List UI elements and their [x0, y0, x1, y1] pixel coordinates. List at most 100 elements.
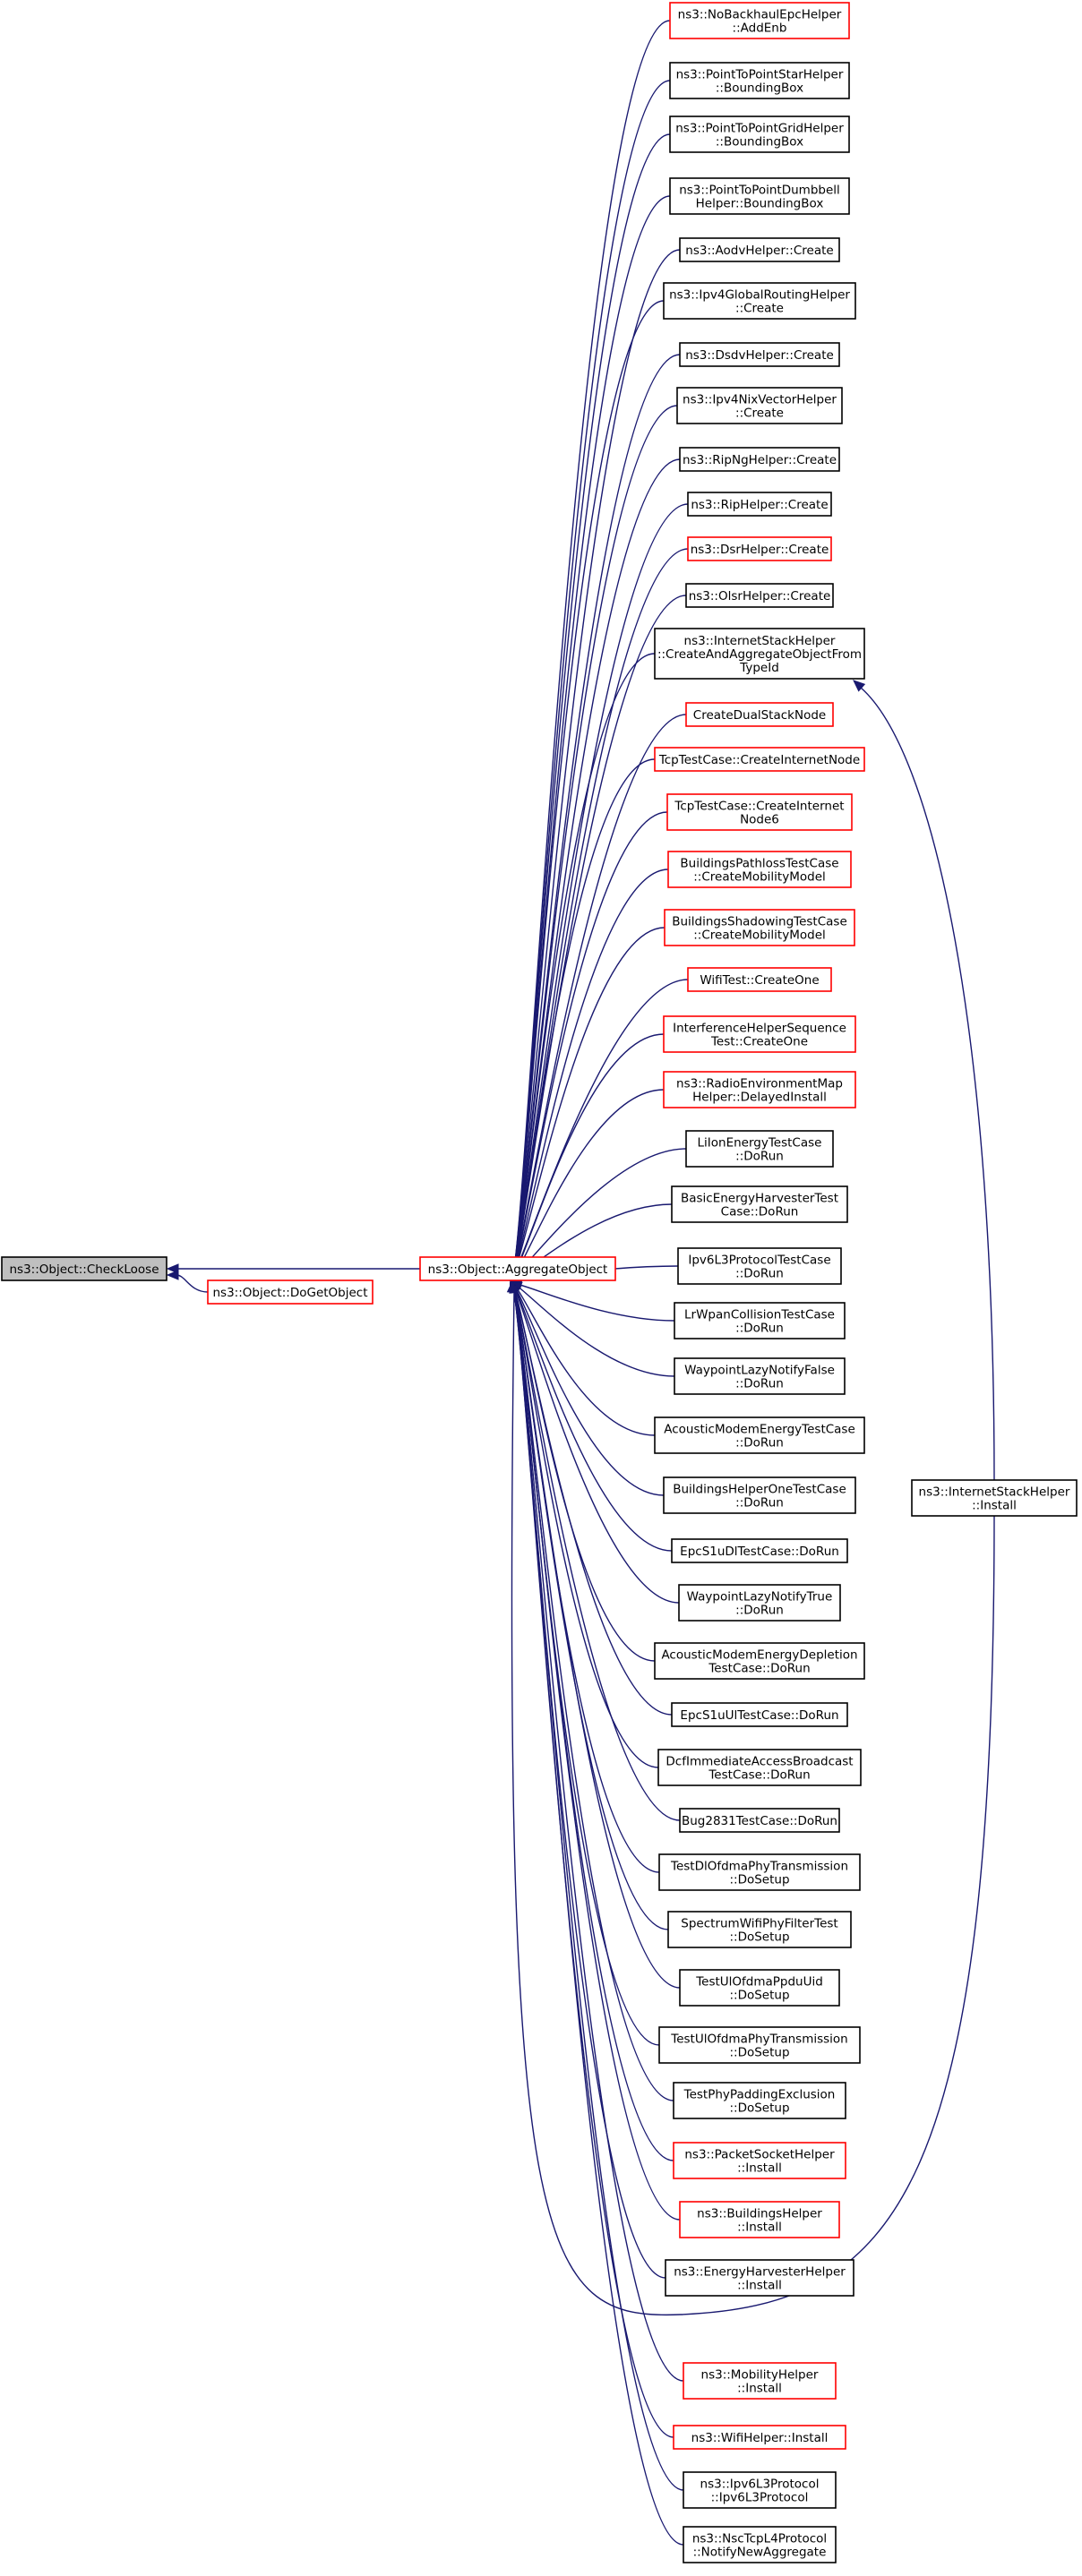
node-label: ns3::DsrHelper::Create — [691, 543, 829, 557]
node-olsr-create[interactable]: ns3::OlsrHelper::Create — [685, 583, 834, 608]
edge-ish-install-to-createaggregate — [853, 680, 995, 1481]
node-label: ns3::PointToPointStarHelper — [676, 68, 844, 82]
node-label: ns3::WifiHelper::Install — [691, 2431, 829, 2445]
edge-spectrumfilter-dosetup — [509, 1279, 669, 1930]
node-ripng-create[interactable]: ns3::RipNgHelper::Create — [679, 447, 840, 472]
node-epcs1udl-dorun[interactable]: EpcS1uDlTestCase::DoRun — [671, 1538, 848, 1563]
node-dsdv-create[interactable]: ns3::DsdvHelper::Create — [679, 342, 840, 367]
node-label: SpectrumWifiPhyFilterTest — [681, 1917, 837, 1931]
node-box — [663, 282, 856, 320]
node-label: ::Install — [737, 2161, 782, 2176]
node-box — [683, 2526, 837, 2563]
node-box — [678, 1584, 841, 1622]
node-bldg-shadowing-mobility[interactable]: BuildingsShadowingTestCase::CreateMobili… — [664, 909, 855, 946]
node-buildingshelper-install[interactable]: ns3::BuildingsHelper::Install — [679, 2201, 840, 2238]
node-bldg-pathloss-mobility[interactable]: BuildingsPathlossTestCase::CreateMobilit… — [667, 851, 852, 888]
node-rem-delayedinstall[interactable]: ns3::RadioEnvironmentMapHelper::DelayedI… — [663, 1071, 856, 1108]
node-dogetobject[interactable]: ns3::Object::DoGetObject — [207, 1279, 374, 1305]
node-phypadding-dosetup[interactable]: TestPhyPaddingExclusion::DoSetup — [673, 2082, 846, 2119]
node-label: TcpTestCase::CreateInternetNode — [658, 753, 860, 767]
node-tcp-createinternetnode[interactable]: TcpTestCase::CreateInternetNode — [654, 747, 865, 772]
node-interference-createone[interactable]: InterferenceHelperSequenceTest::CreateOn… — [663, 1015, 856, 1053]
node-label: ns3::RipNgHelper::Create — [683, 453, 837, 467]
node-aodv-create[interactable]: ns3::AodvHelper::Create — [679, 237, 840, 262]
node-ipv6l3-dorun[interactable]: Ipv6L3ProtocolTestCase::DoRun — [677, 1247, 842, 1285]
node-box — [664, 909, 855, 946]
node-lrwpan-dorun[interactable]: LrWpanCollisionTestCase::DoRun — [674, 1302, 846, 1339]
node-label: ::AddEnb — [733, 21, 787, 36]
node-aggregate[interactable]: ns3::Object::AggregateObject — [419, 1256, 616, 1281]
node-label: ::DoSetup — [729, 1930, 789, 1945]
node-label: BuildingsPathlossTestCase — [680, 857, 838, 871]
node-box — [658, 1853, 861, 1891]
node-nsctcp-notify[interactable]: ns3::NscTcpL4Protocol::NotifyNewAggregat… — [683, 2526, 837, 2563]
node-label: ns3::EnergyHarvesterHelper — [674, 2265, 846, 2280]
node-createdualstacknode[interactable]: CreateDualStackNode — [685, 702, 834, 727]
node-bldghelper-dorun[interactable]: BuildingsHelperOneTestCase::DoRun — [663, 1476, 856, 1514]
node-waypointtrue-dorun[interactable]: WaypointLazyNotifyTrue::DoRun — [678, 1584, 841, 1622]
node-waypointfalse-dorun[interactable]: WaypointLazyNotifyFalse::DoRun — [674, 1357, 846, 1395]
node-ipv4global-create[interactable]: ns3::Ipv4GlobalRoutingHelper::Create — [663, 282, 856, 320]
node-label: ns3::PacketSocketHelper — [684, 2148, 835, 2162]
node-rip-create[interactable]: ns3::RipHelper::Create — [687, 492, 832, 517]
edge-dcfimmediate-dorun — [509, 1279, 659, 1768]
node-label: ::DoRun — [735, 1377, 784, 1391]
node-box — [683, 2471, 837, 2509]
node-bug2831-dorun[interactable]: Bug2831TestCase::DoRun — [679, 1808, 840, 1833]
node-ipv4nix-create[interactable]: ns3::Ipv4NixVectorHelper::Create — [676, 387, 843, 424]
node-ulofdmaphy-dosetup[interactable]: TestUlOfdmaPhyTransmission::DoSetup — [658, 2026, 861, 2064]
node-box — [679, 1969, 840, 2007]
node-label: ns3::MobilityHelper — [701, 2368, 819, 2383]
node-label: ns3::PointToPointGridHelper — [675, 122, 844, 136]
node-packetsocket-install[interactable]: ns3::PacketSocketHelper::Install — [673, 2142, 846, 2179]
node-spectrumfilter-dosetup[interactable]: SpectrumWifiPhyFilterTest::DoSetup — [667, 1911, 852, 1948]
node-ish-install[interactable]: ns3::InternetStackHelper::Install — [911, 1479, 1078, 1517]
node-p2pgrid-bbox[interactable]: ns3::PointToPointGridHelper::BoundingBox — [669, 116, 850, 153]
node-liion-dorun[interactable]: LiIonEnergyTestCase::DoRun — [685, 1130, 834, 1168]
node-box — [667, 851, 852, 888]
node-label: ::Install — [972, 1499, 1017, 1513]
node-wifihelper-install[interactable]: ns3::WifiHelper::Install — [673, 2425, 846, 2450]
node-box — [673, 2142, 846, 2179]
node-box — [687, 492, 832, 517]
node-label: ns3::Object::AggregateObject — [428, 1262, 608, 1277]
node-label: ns3::OlsrHelper::Create — [689, 589, 831, 603]
node-box — [663, 1476, 856, 1514]
node-label: ns3::RipHelper::Create — [691, 498, 828, 512]
node-dcfimmediate-dorun[interactable]: DcfImmediateAccessBroadcastTestCase::DoR… — [657, 1749, 862, 1786]
node-box — [669, 62, 850, 99]
node-label: EpcS1uDlTestCase::DoRun — [680, 1545, 839, 1559]
node-epcs1uul-dorun[interactable]: EpcS1uUlTestCase::DoRun — [671, 1702, 848, 1727]
node-ipv6l3-ctor[interactable]: ns3::Ipv6L3Protocol::Ipv6L3Protocol — [683, 2471, 837, 2509]
node-acousticdepletion-dorun[interactable]: AcousticModemEnergyDepletionTestCase::Do… — [654, 1642, 865, 1680]
edge-waypointtrue-dorun — [510, 1279, 680, 1604]
node-label: ::Install — [737, 2221, 782, 2235]
node-p2pstar-bbox[interactable]: ns3::PointToPointStarHelper::BoundingBox — [669, 62, 850, 99]
node-box — [679, 2201, 840, 2238]
node-label: ns3::Ipv4GlobalRoutingHelper — [669, 288, 850, 303]
node-label: ::NotifyNewAggregate — [693, 2546, 827, 2560]
node-mobilityhelper-install[interactable]: ns3::MobilityHelper::Install — [683, 2362, 837, 2400]
node-wifitest-createone[interactable]: WifiTest::CreateOne — [687, 967, 832, 992]
node-label: ::BoundingBox — [716, 81, 803, 96]
node-checkloose: ns3::Object::CheckLoose — [1, 1256, 167, 1281]
node-p2pdumbbell-bbox[interactable]: ns3::PointToPointDumbbellHelper::Boundin… — [669, 177, 850, 215]
node-label: ns3::InternetStackHelper — [919, 1485, 1070, 1500]
node-box — [671, 1702, 848, 1727]
node-nobackhaul-addenb[interactable]: ns3::NoBackhaulEpcHelper::AddEnb — [669, 2, 850, 39]
node-dsr-create[interactable]: ns3::DsrHelper::Create — [687, 536, 832, 561]
node-label: BasicEnergyHarvesterTest — [681, 1192, 838, 1206]
node-acoustic-dorun[interactable]: AcousticModemEnergyTestCase::DoRun — [654, 1416, 865, 1454]
node-dlofdma-dosetup[interactable]: TestDlOfdmaPhyTransmission::DoSetup — [658, 1853, 861, 1891]
node-ish-createaggregate[interactable]: ns3::InternetStackHelper::CreateAndAggre… — [654, 628, 865, 680]
node-box — [911, 1479, 1078, 1517]
node-box — [679, 447, 840, 472]
node-label: ns3::Object::CheckLoose — [9, 1262, 159, 1277]
node-ulofdmappdu-dosetup[interactable]: TestUlOfdmaPpduUid::DoSetup — [679, 1969, 840, 2007]
node-box — [679, 1808, 840, 1833]
node-box — [654, 1416, 865, 1454]
node-energyharvester-install[interactable]: ns3::EnergyHarvesterHelper::Install — [665, 2259, 854, 2297]
